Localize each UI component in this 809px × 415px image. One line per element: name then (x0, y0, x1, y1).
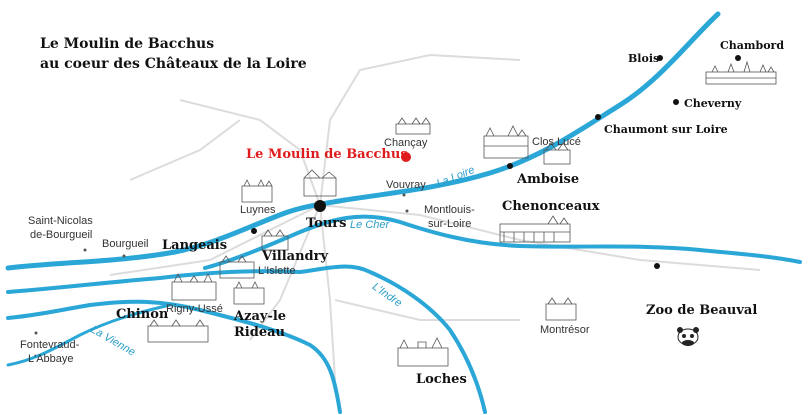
label-rigny-usse: Rigny-Ussé (166, 303, 223, 315)
moulin-location-marker-icon[interactable] (401, 152, 411, 162)
label-montlouis-2: sur-Loire (428, 218, 472, 230)
clos-luce-chateau-icon (543, 142, 571, 165)
label-saint-nicolas-2: de-Bourgueil (30, 229, 93, 241)
label-vouvray: Vouvray (386, 179, 426, 191)
map-subtitle: au coeur des Châteaux de la Loire (40, 56, 307, 72)
chinon-chateau-icon (147, 319, 209, 343)
label-villandry: Villandry (262, 249, 329, 264)
roads (109, 53, 761, 381)
label-chaumont: Chaumont sur Loire (604, 123, 728, 136)
label-chinon: Chinon (116, 307, 169, 322)
label-bourgueil: Bourgueil (102, 238, 149, 250)
label-cheverny: Cheverny (684, 97, 742, 110)
label-tours: Tours (306, 216, 347, 231)
label-azay-1: Azay-le (234, 309, 287, 324)
label-luynes: Luynes (240, 204, 276, 216)
loches-chateau-icon (397, 337, 449, 367)
label-moulin-de-bacchus[interactable]: Le Moulin de Bacchus (246, 147, 408, 162)
label-chambord: Chambord (720, 39, 785, 52)
chambord-marker-icon[interactable] (735, 55, 741, 61)
river-indre (6, 264, 487, 414)
vouvray-dot-icon (402, 193, 406, 197)
rivers (5, 11, 802, 414)
label-azay-2: Rideau (234, 325, 285, 340)
chaumont-marker-icon[interactable] (595, 114, 601, 120)
villandry-chateau-icon (261, 229, 289, 251)
label-blois: Blois (628, 52, 660, 65)
bourgueil-dot-icon (122, 254, 126, 258)
panda-icon (677, 327, 699, 346)
label-beauval: Zoo de Beauval (646, 303, 758, 318)
blois-marker-icon[interactable] (657, 55, 663, 61)
label-fontevraud-1: Fontevraud- (20, 339, 80, 351)
villandry-marker-icon[interactable] (251, 228, 257, 234)
label-lislette: L'Islette (258, 265, 296, 277)
montresor-chateau-icon (545, 297, 577, 321)
amboise-marker-icon[interactable] (507, 163, 513, 169)
chenonceaux-chateau-icon (499, 215, 571, 243)
beauval-marker-icon[interactable] (654, 263, 660, 269)
chancay-chateau-icon (395, 117, 431, 135)
fontevraud-dot-icon (34, 331, 38, 335)
lislette-chateau-icon (219, 255, 255, 279)
label-amboise: Amboise (517, 172, 580, 187)
label-chenonceaux: Chenonceaux (502, 199, 600, 214)
map-title: Le Moulin de Bacchus (40, 36, 215, 52)
cheverny-marker-icon[interactable] (673, 99, 679, 105)
river-label-cher: Le Cher (350, 219, 390, 231)
label-fontevraud-2: L'Abbaye (28, 353, 74, 365)
river-vienne (6, 299, 342, 414)
label-montlouis-1: Montlouis- (424, 204, 475, 216)
montlouis-dot-icon (405, 209, 409, 213)
label-montresor: Montrésor (540, 324, 590, 336)
label-langeais: Langeais (162, 238, 228, 253)
river-cher (203, 214, 802, 270)
amboise-chateau-icon (483, 125, 529, 159)
rigny-usse-chateau-icon (171, 273, 217, 301)
tours-marker-icon[interactable] (314, 200, 326, 212)
azay-chateau-icon (233, 281, 265, 305)
river-vienne-lower (6, 303, 172, 367)
label-clos-luce: Clos Lucé (532, 136, 581, 148)
river-loire (5, 11, 721, 271)
label-loches: Loches (416, 372, 467, 387)
luynes-chateau-icon (241, 179, 273, 203)
label-chancay: Chançay (384, 137, 428, 149)
tours-chateau-icon (303, 169, 337, 197)
chambord-chateau-icon (705, 60, 777, 85)
saint-nicolas-dot-icon (83, 248, 87, 252)
label-saint-nicolas-1: Saint-Nicolas (28, 215, 93, 227)
